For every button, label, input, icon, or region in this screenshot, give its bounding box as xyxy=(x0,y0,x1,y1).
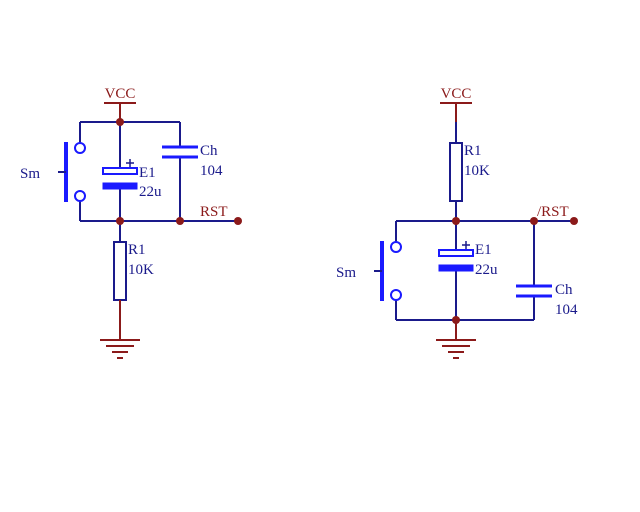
left-switch-contact-top xyxy=(74,142,86,154)
right-electrolytic-cap: E1 22u xyxy=(438,241,498,278)
right-vcc-symbol: VCC xyxy=(440,86,472,122)
right-reset-circuit: VCC R1 10K Sm xyxy=(336,86,578,359)
left-pushbutton: Sm xyxy=(20,142,86,202)
right-e1-value: 22u xyxy=(475,262,498,278)
left-ch-ref: Ch xyxy=(200,143,218,159)
right-e1-ref: E1 xyxy=(475,242,492,258)
right-r1-ref: R1 xyxy=(464,143,482,159)
left-rst-label: RST xyxy=(200,204,228,220)
right-junction-top xyxy=(452,217,460,225)
right-switch-contact-bottom xyxy=(390,289,402,301)
left-e1-plate-positive xyxy=(102,167,138,175)
left-e1-plate-negative xyxy=(102,182,138,190)
right-r1-body xyxy=(449,142,463,202)
right-ch-value: 104 xyxy=(555,302,578,318)
left-vcc-label: VCC xyxy=(105,86,136,102)
left-junction-ch xyxy=(176,217,184,225)
left-switch-label: Sm xyxy=(20,166,40,182)
left-ground-symbol xyxy=(100,339,140,359)
right-e1-plus-sign xyxy=(462,241,470,249)
right-switch-label: Sm xyxy=(336,265,356,281)
right-switch-contact-top xyxy=(390,241,402,253)
left-junction-bottom xyxy=(116,217,124,225)
left-vcc-symbol: VCC xyxy=(104,86,136,122)
left-rst-terminal xyxy=(234,217,242,225)
left-r1-body xyxy=(113,241,127,301)
left-junction-vcc xyxy=(116,118,124,126)
left-r1-ref: R1 xyxy=(128,242,146,258)
left-resistor: R1 10K xyxy=(113,221,154,340)
right-e1-plate-positive xyxy=(438,249,474,257)
left-ceramic-cap: Ch 104 xyxy=(162,143,223,179)
right-vcc-label: VCC xyxy=(441,86,472,102)
left-e1-plus-sign xyxy=(126,159,134,167)
right-junction-gnd xyxy=(452,316,460,324)
right-r1-value: 10K xyxy=(464,163,490,179)
right-rst-terminal xyxy=(570,217,578,225)
left-e1-ref: E1 xyxy=(139,165,156,181)
right-ground-symbol xyxy=(436,320,476,359)
right-e1-plate-negative xyxy=(438,264,474,272)
left-electrolytic-cap: E1 22u xyxy=(102,159,162,200)
left-reset-circuit: VCC Sm E1 22u xyxy=(20,86,242,359)
left-r1-value: 10K xyxy=(128,262,154,278)
right-pushbutton: Sm xyxy=(336,241,402,301)
right-resistor: R1 10K xyxy=(449,122,490,221)
left-e1-value: 22u xyxy=(139,184,162,200)
left-switch-contact-bottom xyxy=(74,190,86,202)
right-junction-ch xyxy=(530,217,538,225)
right-ceramic-cap: Ch 104 xyxy=(516,282,578,318)
right-rst-label: /RST xyxy=(537,204,569,220)
right-ch-ref: Ch xyxy=(555,282,573,298)
left-ch-value: 104 xyxy=(200,163,223,179)
